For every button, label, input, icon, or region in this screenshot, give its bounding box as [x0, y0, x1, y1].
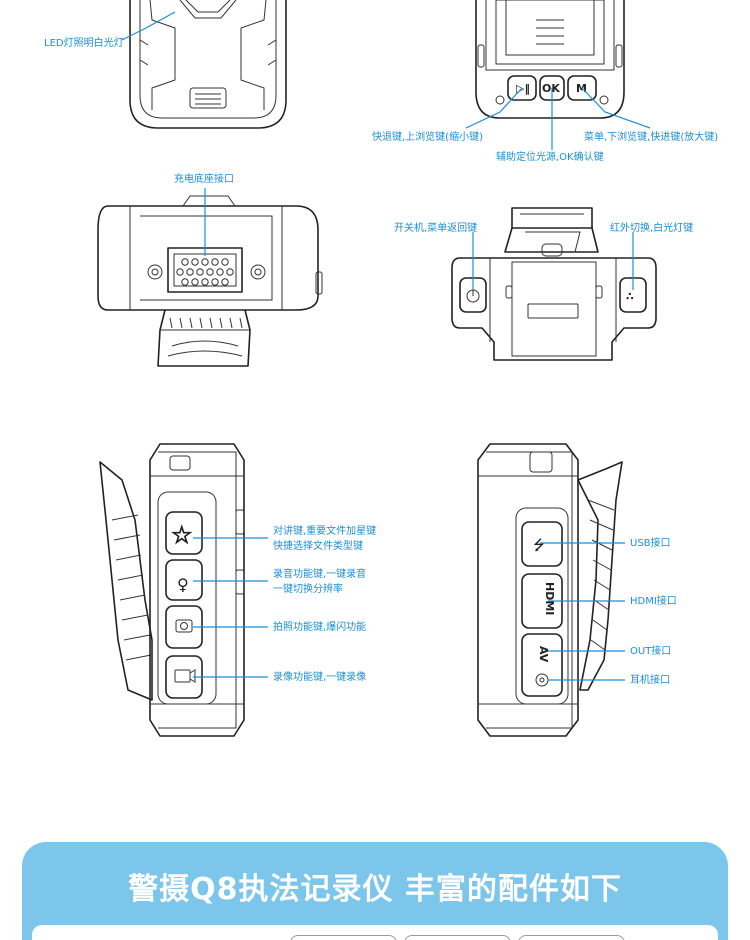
av-port-glyph: AV: [537, 646, 550, 663]
front-device-bottom: [129, 0, 287, 129]
callout-record-audio-line2: 一键切换分辨率: [273, 584, 343, 595]
callout-aux-ok: 辅助定位光源,OK确认键: [496, 152, 604, 163]
accessories-banner: 警摄Q8执法记录仪 丰富的配件如下: [22, 842, 728, 940]
ok-button-glyph: OK: [542, 82, 560, 95]
svg-text:▷‖: ▷‖: [516, 82, 530, 95]
back-device-bottom: ▷‖ OK M: [475, 0, 625, 119]
left-side-device: ☆ ♀: [99, 443, 245, 737]
callout-led-light: LED灯照明白光灯: [44, 38, 124, 49]
callout-video-key: 录像功能键,一键录像: [273, 672, 367, 683]
accessory-card-3: [518, 935, 625, 940]
accessory-card-2: [404, 935, 511, 940]
banner-title: 警摄Q8执法记录仪 丰富的配件如下: [128, 872, 622, 907]
callout-quick-back: 快退键,上浏览键(缩小键): [372, 132, 483, 143]
m-button-glyph: M: [576, 82, 587, 95]
callout-charge-dock: 充电底座接口: [174, 174, 234, 185]
right-side-device: ⭍ HDMI AV: [477, 443, 623, 737]
callout-earphone-port: 耳机接口: [630, 675, 670, 686]
callout-power-menu: 开关机,菜单返回键: [394, 223, 478, 234]
callout-talk-key-line2: 快捷选择文件类型键: [273, 541, 363, 552]
svg-text:♀: ♀: [177, 575, 189, 594]
bottom-view-device: [97, 195, 323, 367]
callout-record-audio-line1: 录音功能键,一键录音: [273, 569, 367, 580]
accessory-card-1: [290, 935, 397, 940]
callout-photo-key: 拍照功能键,爆闪功能: [273, 622, 367, 633]
callout-usb-port: USB接口: [630, 538, 671, 549]
callout-talk-key-line1: 对讲键,重要文件加星键: [273, 526, 377, 537]
svg-text:∴: ∴: [626, 290, 634, 303]
accessories-panel: [32, 925, 718, 940]
callout-menu-down: 菜单,下浏览键,快进键(放大键): [584, 132, 719, 143]
svg-text:☆: ☆: [171, 521, 193, 549]
svg-text:⭍: ⭍: [533, 538, 545, 554]
top-view-device: ∴: [451, 207, 657, 361]
callout-ir-switch: 红外切换,白光灯键: [610, 223, 694, 234]
callout-hdmi-port: HDMI接口: [630, 596, 677, 607]
hdmi-port-glyph: HDMI: [543, 582, 556, 615]
callout-out-port: OUT接口: [630, 646, 672, 657]
